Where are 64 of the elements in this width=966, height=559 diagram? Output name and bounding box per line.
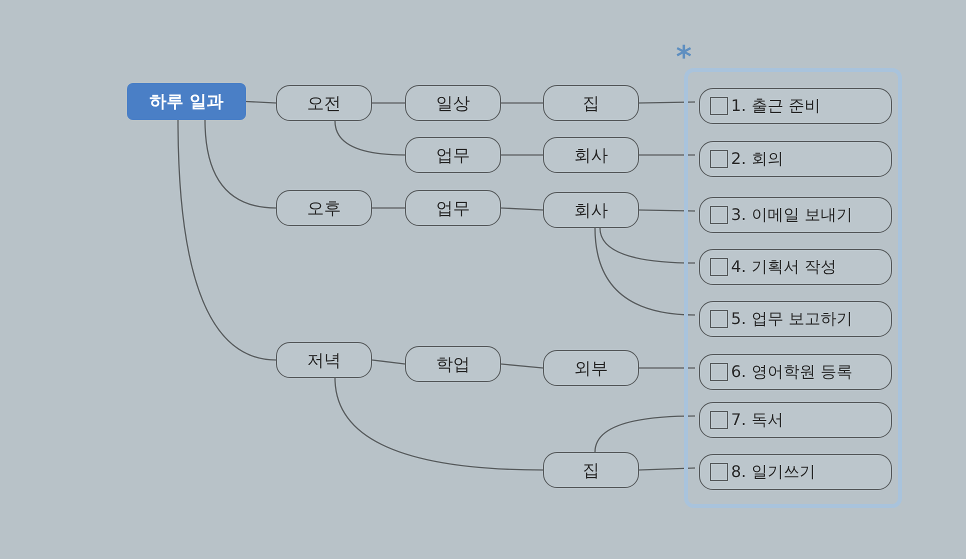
topic-box bbox=[543, 350, 639, 386]
connector-line bbox=[599, 228, 696, 264]
topic-box bbox=[276, 190, 372, 226]
connector-line bbox=[501, 154, 543, 156]
connector-line bbox=[372, 207, 405, 209]
topic-text: 외부 bbox=[574, 358, 608, 380]
connector-line bbox=[594, 228, 696, 316]
root-topic-box bbox=[127, 83, 246, 120]
topic-text: 학업 bbox=[436, 354, 470, 376]
connector-line bbox=[638, 467, 696, 471]
connector-line bbox=[594, 415, 696, 452]
asterisk-mark: * bbox=[676, 40, 692, 75]
topic-box bbox=[543, 85, 639, 121]
group-panel bbox=[684, 68, 902, 508]
connector-line bbox=[334, 120, 406, 156]
topic-box bbox=[543, 452, 639, 488]
topic-box bbox=[276, 342, 372, 378]
task-box bbox=[699, 354, 892, 390]
topic-box bbox=[405, 85, 501, 121]
task-text: 4. 기획서 작성 bbox=[731, 256, 836, 278]
task-box bbox=[699, 197, 892, 233]
task-text: 1. 출근 준비 bbox=[731, 96, 820, 116]
topic-text: 하루 일과 bbox=[150, 91, 224, 113]
task-box bbox=[699, 88, 892, 124]
task-text: 8. 일기쓰기 bbox=[731, 462, 816, 482]
topic-text: 오후 bbox=[307, 198, 341, 220]
topic-box bbox=[276, 85, 372, 121]
task-box bbox=[699, 402, 892, 438]
connector-line bbox=[372, 102, 405, 104]
connector-line bbox=[639, 154, 695, 156]
topic-box bbox=[405, 137, 501, 173]
connector-line bbox=[501, 102, 543, 104]
connector-line bbox=[204, 120, 276, 209]
connector-line bbox=[334, 378, 544, 471]
connector-line bbox=[500, 363, 544, 369]
connector-line bbox=[372, 359, 406, 365]
task-text: 2. 회의 bbox=[731, 148, 784, 170]
topic-text: 오전 bbox=[307, 92, 341, 114]
topic-text: 저녁 bbox=[307, 350, 341, 372]
connector-line bbox=[500, 207, 544, 211]
topic-box bbox=[405, 190, 501, 226]
topic-text: 집 bbox=[582, 460, 600, 482]
connector-line bbox=[638, 209, 696, 212]
topic-text: 업무 bbox=[436, 144, 470, 166]
topic-text: 집 bbox=[582, 92, 600, 114]
topic-box bbox=[543, 137, 639, 173]
task-box bbox=[699, 301, 892, 337]
task-text: 3. 이메일 보내기 bbox=[731, 204, 852, 226]
topic-text: 업무 bbox=[436, 198, 470, 220]
task-box bbox=[699, 141, 892, 177]
task-text: 6. 영어학원 등록 bbox=[731, 362, 852, 382]
task-box bbox=[699, 454, 892, 490]
connector-line bbox=[177, 120, 276, 361]
topic-text: 일상 bbox=[436, 92, 470, 114]
task-box bbox=[699, 249, 892, 285]
connector-line bbox=[638, 101, 696, 104]
topic-box bbox=[405, 346, 501, 382]
connector-line bbox=[246, 100, 276, 104]
connector-line bbox=[639, 367, 695, 369]
task-text: 5. 업무 보고하기 bbox=[731, 308, 852, 330]
topic-text: 회사 bbox=[574, 200, 608, 222]
topic-box bbox=[543, 192, 639, 228]
topic-text: 회사 bbox=[574, 144, 608, 166]
task-text: 7. 독서 bbox=[731, 410, 784, 430]
